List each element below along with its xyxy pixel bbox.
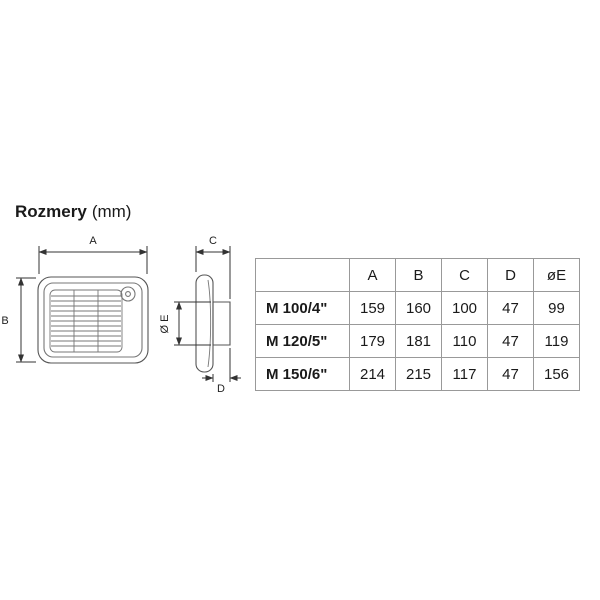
value-d: 47	[487, 357, 534, 391]
dimension-d	[202, 348, 241, 382]
table-row: M 150/6" 214 215 117 47 156	[255, 357, 580, 391]
dimension-a-label: A	[89, 235, 97, 247]
sensor-indicator-dot	[126, 292, 131, 297]
dimension-e	[174, 301, 211, 346]
dimension-b	[16, 277, 36, 363]
value-e: 156	[533, 357, 580, 391]
value-c: 110	[441, 324, 488, 358]
model-label: M 120/5"	[255, 324, 350, 358]
dimension-b-label: B	[1, 315, 8, 327]
dimensions-table: A B C D øE M 100/4" 159 160 100 47 99 M …	[255, 258, 580, 391]
table-row: M 100/4" 159 160 100 47 99	[255, 291, 580, 325]
value-b: 181	[395, 324, 442, 358]
value-c: 117	[441, 357, 488, 391]
value-c: 100	[441, 291, 488, 325]
dimension-c-label: C	[209, 235, 217, 247]
table-header-row: A B C D øE	[255, 258, 580, 292]
col-header-e: øE	[533, 258, 580, 292]
value-a: 179	[349, 324, 396, 358]
dimension-drawing: A B C Ø E D	[1, 235, 250, 395]
value-a: 214	[349, 357, 396, 391]
title-unit: (mm)	[91, 202, 132, 221]
fan-side-cover-curve	[208, 280, 211, 367]
dimension-d-label: D	[217, 383, 225, 395]
table-corner-cell	[255, 258, 350, 292]
dimension-e-label: Ø E	[159, 315, 171, 334]
col-header-d: D	[487, 258, 534, 292]
value-e: 119	[533, 324, 580, 358]
fan-front-inner-frame	[44, 283, 142, 357]
col-header-c: C	[441, 258, 488, 292]
model-label: M 150/6"	[255, 357, 350, 391]
dimension-c	[195, 246, 231, 299]
fan-side-view	[196, 275, 230, 372]
dimension-a	[38, 246, 148, 274]
sensor-indicator-icon	[121, 287, 135, 301]
value-b: 215	[395, 357, 442, 391]
value-d: 47	[487, 324, 534, 358]
value-d: 47	[487, 291, 534, 325]
value-a: 159	[349, 291, 396, 325]
duct-spigot	[213, 302, 230, 345]
fan-front-view	[38, 277, 148, 363]
col-header-a: A	[349, 258, 396, 292]
page-title: Rozmery(mm)	[15, 202, 131, 222]
title-text: Rozmery	[15, 202, 87, 221]
table-row: M 120/5" 179 181 110 47 119	[255, 324, 580, 358]
fan-grille	[50, 290, 122, 352]
model-label: M 100/4"	[255, 291, 350, 325]
col-header-b: B	[395, 258, 442, 292]
fan-front-outline	[38, 277, 148, 363]
value-b: 160	[395, 291, 442, 325]
value-e: 99	[533, 291, 580, 325]
